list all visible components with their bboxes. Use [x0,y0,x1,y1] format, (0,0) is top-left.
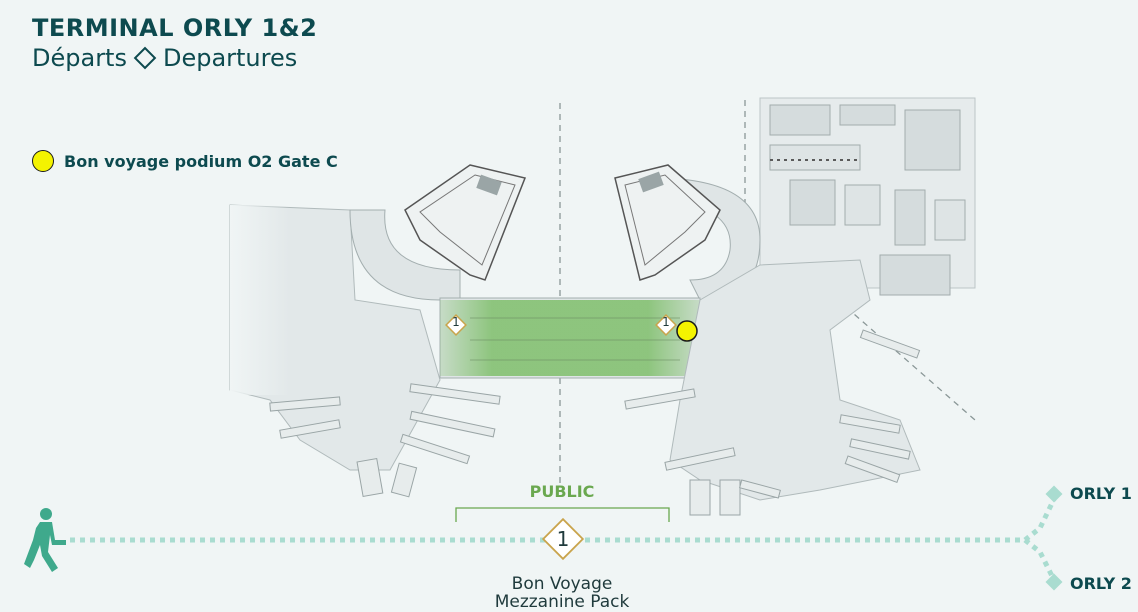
page-subtitle: Départs Departures [32,44,297,72]
page-title: TERMINAL ORLY 1&2 [32,14,318,42]
public-bracket [455,507,670,522]
bon-voyage-podium-marker [676,320,698,342]
diagonal-divider [837,299,976,421]
route-step-diamond-icon [541,517,585,561]
legend: Bon voyage podium O2 Gate C [32,150,338,172]
route-branch-orly1 [1023,495,1058,542]
right-pier [669,259,921,501]
public-label: PUBLIC [529,482,595,501]
right-building [759,97,976,296]
map-marker-1-left-number: 1 [452,315,460,329]
map-marker-1-left [445,314,467,336]
public-area-highlight [440,300,700,376]
left-pier [229,204,441,471]
pack-label: Bon Voyage Mezzanine Pack [470,575,654,611]
legend-label: Bon voyage podium O2 Gate C [64,151,338,171]
pack-label-line1: Bon Voyage [511,574,613,594]
left-gates [269,383,501,498]
orly2-endpoint-icon [1045,573,1063,591]
right-gates [624,329,921,516]
destination-orly1[interactable]: ORLY 1 [1070,484,1132,503]
destination-orly2[interactable]: ORLY 2 [1070,574,1132,593]
person-walking-icon [24,508,66,572]
right-mezzanine [614,164,721,281]
left-mezzanine [404,164,527,281]
yellow-dot-icon [32,150,54,172]
route-branch-orly2 [1023,538,1058,584]
route-step-number: 1 [556,527,570,551]
map-marker-1-right-number: 1 [662,315,670,329]
orly1-endpoint-icon [1045,485,1063,503]
subtitle-fr: Départs [32,44,127,72]
subtitle-en: Departures [162,44,298,72]
map-marker-1-right [655,314,677,336]
pack-label-line2: Mezzanine Pack [494,592,630,612]
